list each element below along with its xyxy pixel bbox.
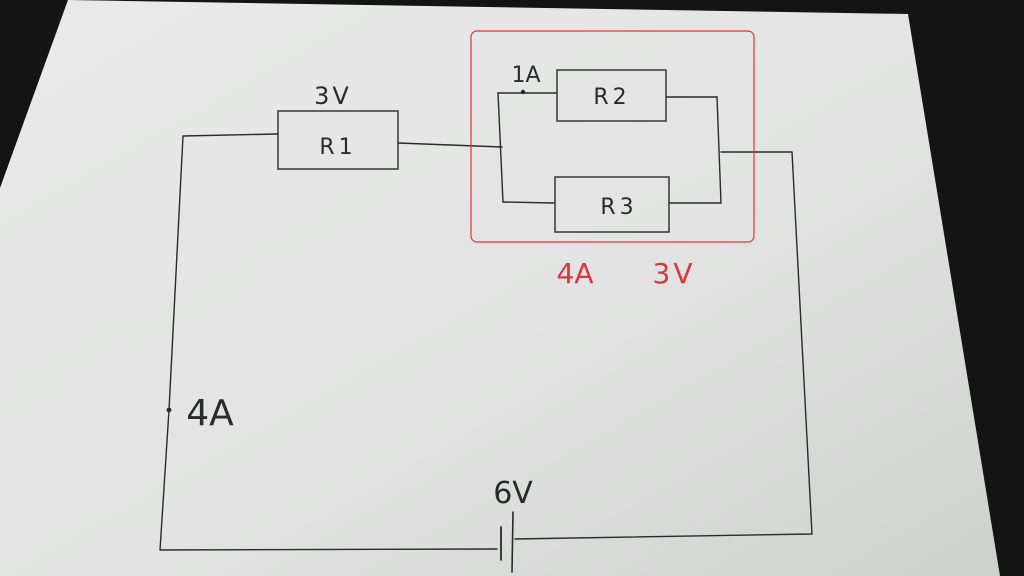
main-current-label: 4A xyxy=(186,393,234,434)
r2-current-label: 1A xyxy=(511,63,540,88)
resistor-r1 xyxy=(277,110,399,170)
r1-voltage-label: 3V xyxy=(314,82,352,110)
current-point-left xyxy=(166,407,172,413)
battery xyxy=(500,511,514,573)
wire-right-junction xyxy=(716,96,722,204)
r3-label: R3 xyxy=(600,195,637,220)
wire-r1-to-junction xyxy=(397,142,503,148)
r2-label: R2 xyxy=(593,85,630,110)
r1-label: R1 xyxy=(319,135,356,160)
resistor-r2 xyxy=(556,69,667,122)
wire-right xyxy=(514,151,813,540)
resistor-r3 xyxy=(554,176,670,233)
paper-sheet xyxy=(0,0,1000,576)
parallel-voltage-label: 3V xyxy=(653,257,696,290)
wire-to-r3 xyxy=(502,201,555,204)
wire-left-junction xyxy=(497,92,504,203)
parallel-current-label: 4A xyxy=(557,257,594,290)
current-point-r2 xyxy=(520,89,526,95)
battery-voltage-label: 6V xyxy=(493,476,533,511)
parallel-group-box xyxy=(470,30,755,243)
battery-plate-short xyxy=(511,511,514,573)
